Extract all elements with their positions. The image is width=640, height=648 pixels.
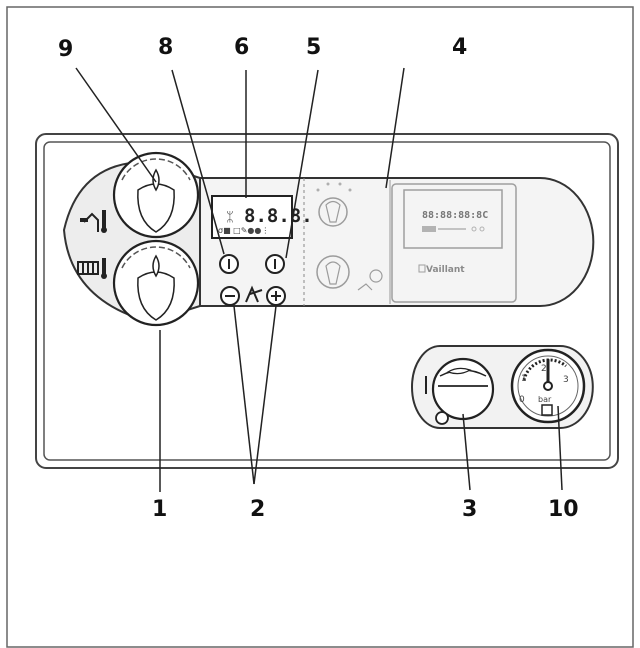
leader-3	[462, 413, 471, 491]
lcd-digits: 8.8.8.	[244, 205, 313, 227]
leader-2a	[233, 305, 255, 485]
mode-button[interactable]	[265, 254, 285, 274]
gauge-tick-0: 0	[519, 395, 525, 405]
callout-2: 2	[250, 497, 265, 522]
leader-4	[385, 67, 405, 189]
controller-digits: 88:88:88:8C	[422, 210, 488, 221]
brand-label: Vaillant	[426, 265, 465, 275]
info-button[interactable]	[219, 254, 239, 274]
hot-water-knob[interactable]	[112, 151, 200, 239]
pressure-gauge: 0 1 2 3 bar	[510, 348, 586, 424]
main-switch[interactable]	[431, 357, 495, 421]
heating-knob[interactable]	[112, 239, 200, 327]
plus-button[interactable]	[266, 286, 286, 306]
flame-icon: ᛯ	[226, 210, 234, 225]
control-strip	[199, 177, 595, 307]
gauge-symbol-icon	[541, 404, 553, 416]
hidden-controls-area	[316, 182, 383, 291]
callout-6: 6	[234, 35, 249, 60]
leader-8	[171, 69, 225, 255]
minus-button[interactable]	[220, 286, 240, 306]
radiator-thermometer-icon	[77, 258, 107, 279]
callout-10: 10	[548, 497, 579, 522]
gauge-tick-1: 1	[521, 374, 527, 384]
chimney-sweep-icon	[245, 285, 263, 303]
callout-4: 4	[452, 35, 467, 60]
builtin-controller: 88:88:88:8C Vaillant	[391, 183, 517, 303]
gauge-unit: bar	[538, 395, 552, 404]
lcd-display: ᛯ 8.8.8. σ■ □✎●●⋮	[211, 195, 313, 239]
switch-on-off-icons	[425, 376, 449, 425]
callout-1: 1	[152, 497, 167, 522]
callout-8: 8	[158, 35, 173, 60]
gauge-tick-2: 2	[541, 364, 547, 374]
callout-9: 9	[58, 37, 73, 62]
callout-5: 5	[306, 35, 321, 60]
leader-2b	[253, 305, 277, 485]
leader-lines	[75, 67, 563, 492]
lcd-status-icons: σ■ □✎●●⋮	[218, 226, 269, 235]
leader-9	[75, 67, 157, 183]
tap-thermometer-icon	[80, 210, 107, 233]
gauge-tick-3: 3	[563, 375, 569, 385]
leader-5	[285, 69, 319, 259]
callout-3: 3	[462, 497, 477, 522]
leader-10	[557, 405, 563, 491]
